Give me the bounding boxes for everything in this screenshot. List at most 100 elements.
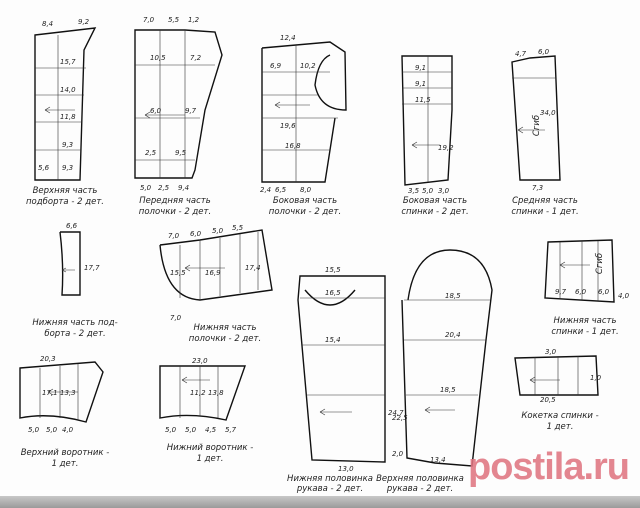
measurement-label: 5,5: [232, 224, 244, 232]
measurement-label: 11,8: [60, 113, 76, 121]
measurement-label: 6,6: [66, 222, 78, 230]
measurement-label: 10,5: [150, 54, 166, 62]
measurement-label: 6,0: [575, 288, 587, 296]
measurement-label: 19,6: [280, 122, 296, 130]
measurement-label: 11,5: [415, 96, 431, 104]
measurement-label: 9,3: [62, 141, 73, 149]
measurement-label: 16,5: [325, 289, 341, 297]
measurement-label: 13,8: [208, 389, 224, 397]
measurement-label: 15,5: [325, 266, 341, 274]
measurement-label: 2,5: [158, 184, 170, 192]
measurement-label: 3,0: [438, 187, 450, 195]
caption-back-yoke: Кокетка спинки -1 дет.: [521, 411, 599, 432]
measurement-label: 5,5: [168, 16, 180, 24]
measurement-label: 15,5: [170, 269, 186, 277]
measurement-label: 9,4: [178, 184, 189, 192]
measurement-label: 7,2: [190, 54, 202, 62]
piece-centre-back: [511, 55, 561, 181]
measurement-label: 7,0: [170, 314, 182, 322]
measurement-label: 20,4: [445, 331, 461, 339]
piece-back-yoke: [514, 355, 599, 396]
measurement-label: 5,0: [46, 426, 58, 434]
measurement-labels: 8,4 9,2 15,7 14,0 11,8 9,3 5,6 9,3 7,0 5,5 1,2 10,5…: [28, 16, 630, 473]
measurement-label: 15,7: [60, 58, 76, 66]
measurement-label: 9,1: [415, 64, 426, 72]
measurement-label: 5,0: [212, 227, 224, 235]
measurement-label: 11,2: [190, 389, 206, 397]
bottom-bar: [0, 496, 640, 508]
measurement-label: 23,0: [192, 357, 208, 365]
measurement-label: 6,0: [538, 48, 550, 56]
measurement-label: 9,5: [175, 149, 187, 157]
measurement-label: 5,0: [185, 426, 197, 434]
measurement-label: 20,5: [540, 396, 556, 404]
caption-collar-upper: Верхний воротник -1 дет.: [20, 448, 110, 469]
watermark: postila.ru: [468, 446, 630, 488]
measurement-label: 8,4: [42, 20, 53, 28]
measurement-label: 6,0: [190, 230, 202, 238]
measurement-label: 4,5: [205, 426, 217, 434]
piece-back-lower: [544, 239, 615, 303]
measurement-label: 13,4: [430, 456, 446, 464]
measurement-label: 9,1: [415, 80, 426, 88]
piece-collar-lower: [159, 365, 246, 421]
fold-label-back-lower: Сгиб: [595, 252, 606, 275]
piece-facing-upper: [34, 27, 97, 181]
measurement-label: 14,0: [60, 86, 76, 94]
fold-label-centre-back: Сгиб: [532, 114, 543, 137]
piece-facing-lower: [59, 231, 81, 296]
piece-collar-upper: [19, 361, 104, 423]
measurement-label: 15,4: [325, 336, 341, 344]
measurement-label: 34,0: [540, 109, 556, 117]
piece-undersleeve: [297, 275, 386, 463]
measurement-label: 20,3: [40, 355, 56, 363]
measurement-label: 8,0: [300, 186, 312, 194]
measurement-label: 5,0: [165, 426, 177, 434]
measurement-label: 7,0: [168, 232, 180, 240]
measurement-label: 10,2: [300, 62, 316, 70]
measurement-label: 18,5: [440, 386, 456, 394]
piece-front: [134, 29, 223, 179]
measurement-label: 7,3: [532, 184, 543, 192]
piece-front-lower: [159, 229, 273, 301]
measurement-label: 6,0: [150, 107, 162, 115]
measurement-label: 24,7: [388, 409, 404, 417]
measurement-label: 22,5: [392, 414, 408, 422]
measurement-label: 13,0: [338, 465, 354, 473]
measurement-label: 9,3: [62, 164, 73, 172]
measurement-label: 1,2: [188, 16, 200, 24]
measurement-label: 12,4: [280, 34, 296, 42]
measurement-label: 2,0: [392, 450, 404, 458]
measurement-label: 13,3: [60, 389, 76, 397]
measurement-label: 6,0: [598, 288, 610, 296]
measurement-label: 1,0: [590, 374, 602, 382]
piece-side-back: [401, 55, 453, 186]
measurement-label: 5,0: [422, 187, 434, 195]
measurement-label: 9,2: [78, 18, 90, 26]
measurement-label: 4,0: [618, 292, 630, 300]
measurement-label: 7,0: [143, 16, 155, 24]
measurement-label: 4,7: [515, 50, 527, 58]
measurement-label: 19,2: [438, 144, 454, 152]
measurement-label: 5,0: [140, 184, 152, 192]
measurement-label: 17,1: [42, 389, 58, 397]
measurement-label: 3,5: [408, 187, 420, 195]
measurement-label: 17,7: [84, 264, 100, 272]
measurement-label: 5,6: [38, 164, 50, 172]
measurement-label: 2,5: [145, 149, 157, 157]
measurement-label: 2,4: [260, 186, 271, 194]
measurement-label: 6,9: [270, 62, 282, 70]
measurement-label: 16,8: [285, 142, 301, 150]
caption-collar-lower: Нижний воротник -1 дет.: [166, 443, 254, 464]
measurement-label: 16,9: [205, 269, 221, 277]
